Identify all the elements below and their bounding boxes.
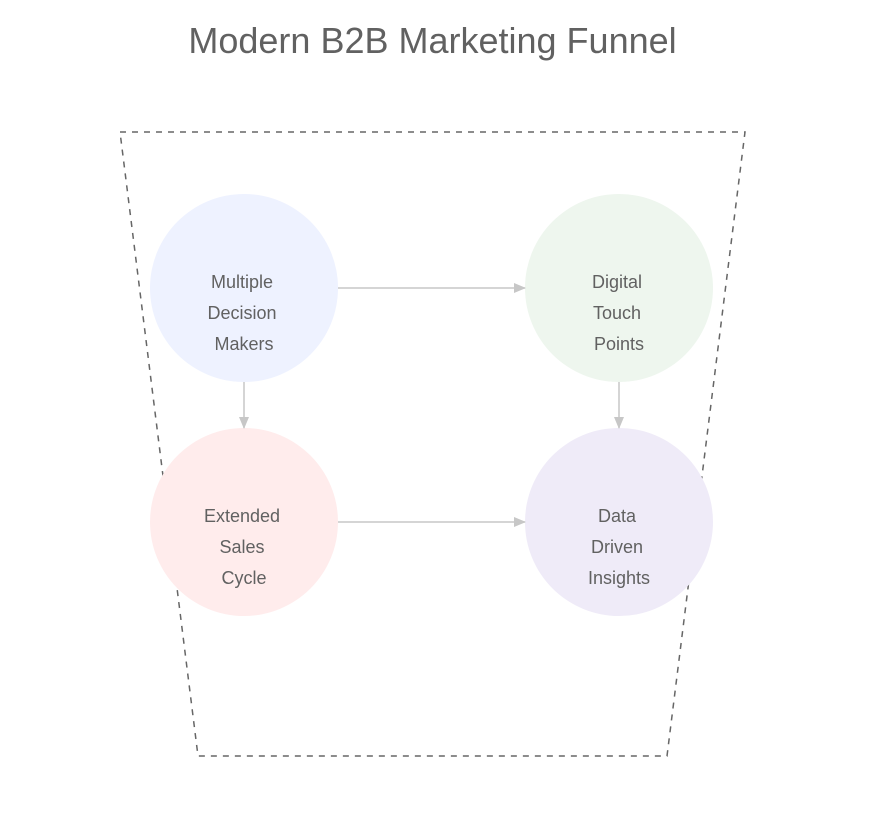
- node-label-multiple-decision-makers-line-1: Multiple: [211, 272, 273, 292]
- node-label-multiple-decision-makers-line-3: Makers: [214, 334, 273, 354]
- node-label-data-driven-insights-line-3: Insights: [588, 568, 650, 588]
- node-label-digital-touch-points-line-1: Digital: [592, 272, 642, 292]
- node-label-data-driven-insights-line-2: Driven: [591, 537, 643, 557]
- node-label-extended-sales-cycle-line-2: Sales: [219, 537, 264, 557]
- node-circle-multiple-decision-makers[interactable]: [150, 194, 338, 382]
- node-circle-data-driven-insights[interactable]: [525, 428, 713, 616]
- diagram-title: Modern B2B Marketing Funnel: [188, 20, 677, 61]
- node-label-digital-touch-points-line-2: Touch: [593, 303, 641, 323]
- node-circle-digital-touch-points[interactable]: [525, 194, 713, 382]
- node-circle-extended-sales-cycle[interactable]: [150, 428, 338, 616]
- node-label-extended-sales-cycle-line-1: Extended: [204, 506, 280, 526]
- node-label-digital-touch-points-line-3: Points: [594, 334, 644, 354]
- node-label-data-driven-insights-line-1: Data: [598, 506, 637, 526]
- node-label-extended-sales-cycle-line-3: Cycle: [221, 568, 266, 588]
- node-label-multiple-decision-makers-line-2: Decision: [207, 303, 276, 323]
